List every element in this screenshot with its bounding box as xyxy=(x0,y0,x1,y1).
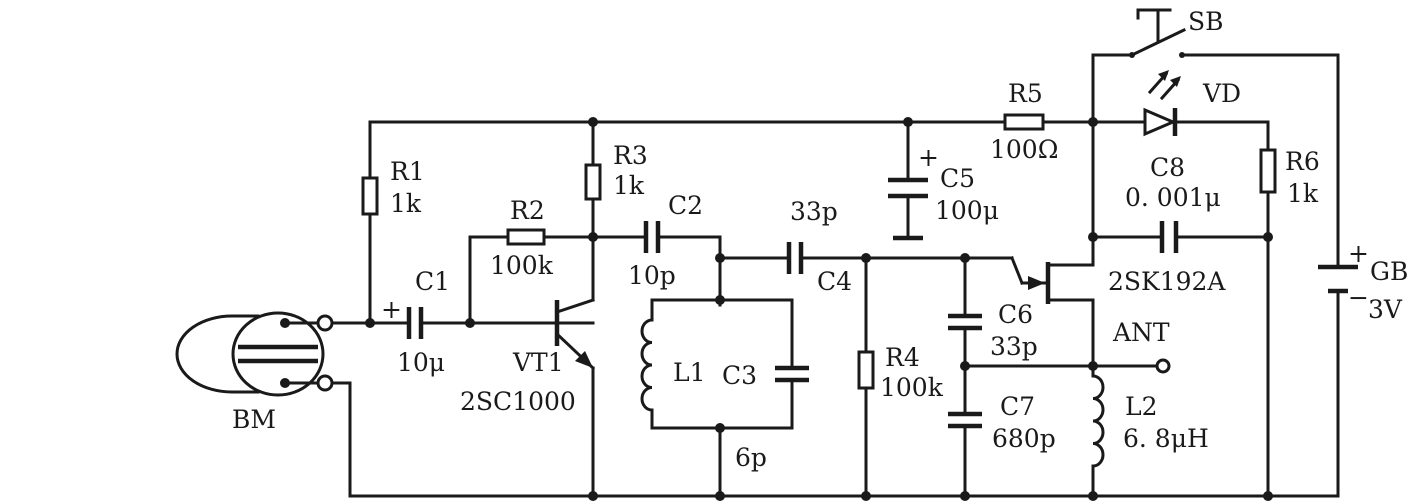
label-r3-value: 1k xyxy=(613,171,645,200)
label-c2: C2 xyxy=(668,191,703,220)
label-c5-plus: + xyxy=(918,143,939,172)
label-c8-value: 0. 001μ xyxy=(1125,183,1221,212)
label-gb-value: 3V xyxy=(1368,295,1403,324)
fet-2sk192a xyxy=(1028,262,1095,304)
label-r1: R1 xyxy=(390,157,425,186)
label-bm: BM xyxy=(232,405,276,434)
microphone-bm xyxy=(175,311,334,397)
label-c3: C3 xyxy=(722,361,757,390)
label-sb: SB xyxy=(1188,7,1224,36)
label-vd: VD xyxy=(1202,79,1241,108)
capacitor-c4 xyxy=(786,242,804,274)
label-l1: L1 xyxy=(673,358,706,387)
label-r4-value: 100k xyxy=(880,373,944,402)
inductor-l1 xyxy=(640,318,654,412)
label-vt1: VT1 xyxy=(512,348,564,377)
label-r2-value: 100k xyxy=(490,251,554,280)
label-r6-value: 1k xyxy=(1287,179,1319,208)
transistor-vt1 xyxy=(554,298,596,371)
label-c1-plus: + xyxy=(381,295,402,324)
resistor-r3 xyxy=(584,163,602,201)
label-gb-minus: − xyxy=(1348,283,1369,312)
label-c8: C8 xyxy=(1150,153,1185,182)
label-c7: C7 xyxy=(1000,392,1035,421)
label-c2-value: 10p xyxy=(628,261,676,290)
resistor-r2 xyxy=(506,228,546,246)
label-ant: ANT xyxy=(1112,318,1170,347)
label-r5: R5 xyxy=(1008,79,1043,108)
label-fet: 2SK192A xyxy=(1108,267,1226,296)
label-r2: R2 xyxy=(510,196,545,225)
label-c7-value: 680p xyxy=(992,424,1056,453)
label-r4: R4 xyxy=(885,343,920,372)
label-c5: C5 xyxy=(940,164,975,193)
antenna-terminal xyxy=(1155,358,1171,374)
resistor-r5 xyxy=(1003,113,1045,131)
capacitor-c2 xyxy=(643,221,661,253)
junctions xyxy=(365,117,1273,501)
capacitor-c8 xyxy=(1159,221,1179,253)
label-l2: L2 xyxy=(1125,392,1158,421)
capacitor-c6 xyxy=(948,313,982,331)
inductor-l2 xyxy=(1091,374,1105,468)
label-c6-value: 33p xyxy=(990,332,1038,361)
resistor-r6 xyxy=(1259,148,1277,194)
capacitor-c1 xyxy=(406,307,424,339)
label-c3-value: 6p xyxy=(735,443,767,472)
capacitor-c7 xyxy=(948,411,982,429)
label-r6: R6 xyxy=(1285,147,1320,176)
resistor-r4 xyxy=(857,350,875,390)
label-c5-value: 100μ xyxy=(935,196,999,225)
capacitor-c3 xyxy=(775,365,809,383)
label-c6: C6 xyxy=(998,300,1033,329)
label-r1-value: 1k xyxy=(390,189,422,218)
label-vt1-type: 2SC1000 xyxy=(460,387,576,416)
battery-gb xyxy=(1318,264,1358,294)
led-vd xyxy=(1143,70,1181,137)
label-c4: C4 xyxy=(817,267,852,296)
label-c4-value: 33p xyxy=(790,197,838,226)
label-c1-value: 10μ xyxy=(397,348,445,377)
resistor-r1 xyxy=(361,176,379,216)
labels: SB VD R5 100Ω R1 1k R3 1k C2 10p 33p C4 … xyxy=(232,7,1408,472)
label-gb: GB xyxy=(1370,257,1408,286)
capacitor-c5 xyxy=(888,177,928,241)
switch-sb xyxy=(1129,8,1187,58)
label-gb-plus: + xyxy=(1348,239,1369,268)
label-r3: R3 xyxy=(613,141,648,170)
label-r5-value: 100Ω xyxy=(990,135,1058,164)
label-l2-value: 6. 8μH xyxy=(1123,424,1209,453)
label-c1: C1 xyxy=(415,267,450,296)
